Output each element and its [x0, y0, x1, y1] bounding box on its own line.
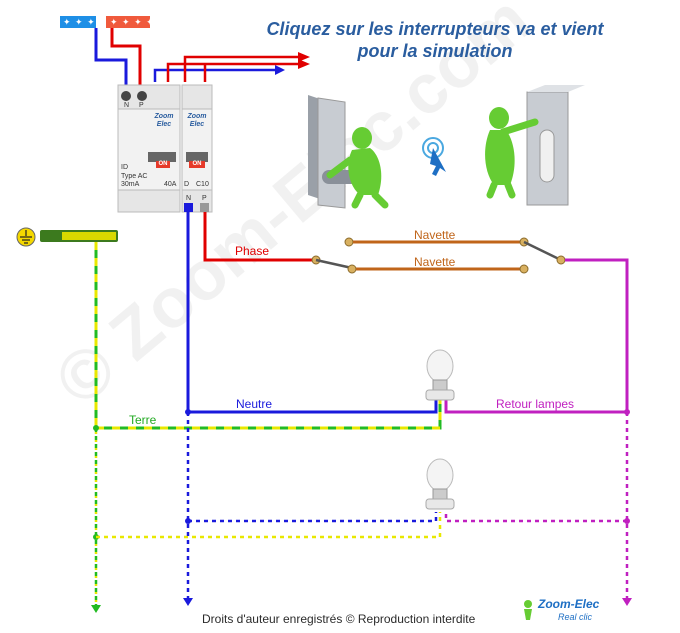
- phase-busbar-dots: ✦ ✦ ✦ ✦: [110, 17, 155, 27]
- terre-dotted-horizontal: [96, 512, 442, 539]
- label-navette-top: Navette: [414, 228, 456, 242]
- breaker-c10-on: ON: [189, 161, 205, 168]
- breaker-c10-top: [181, 84, 213, 110]
- terminal-p: [200, 203, 209, 212]
- breaker-c10-brand: Zoom Elec: [184, 113, 210, 129]
- switch2-terminal-bottom: [519, 264, 529, 274]
- footer-copyright: Droits d'auteur enregistrés © Reproducti…: [202, 612, 476, 626]
- switch1-terminal-top: [344, 237, 354, 247]
- breaker-id-screw-n: [121, 91, 131, 101]
- switch1-lever[interactable]: [315, 258, 353, 270]
- breaker-id-sensitivity: 30mA: [121, 181, 140, 188]
- out-phase-wire-2: [183, 55, 300, 82]
- lamp-icon: [425, 349, 455, 401]
- terre-arrow-down: [91, 605, 101, 613]
- label-terre: Terre: [129, 413, 157, 427]
- breaker-id-term-p: P: [139, 102, 144, 109]
- breaker-id-lever[interactable]: [148, 152, 176, 162]
- neutre-dotted-horizontal: [188, 512, 438, 523]
- breaker-id-type: Type AC: [121, 173, 148, 180]
- switch-illustration-left[interactable]: [308, 95, 389, 209]
- out-phase-wire-1: [166, 62, 300, 82]
- arrow-neutral: [275, 65, 285, 75]
- breaker-id-id: ID: [121, 164, 128, 171]
- label-phase: Phase: [235, 244, 270, 258]
- arrow-phase-2: [298, 52, 310, 62]
- breaker-id-brand-1: Zoom: [154, 113, 174, 120]
- breaker-c10-d: D: [184, 181, 190, 188]
- earth-bar-strip: [62, 232, 116, 240]
- label-navette-bottom: Navette: [414, 255, 456, 269]
- breaker-id-term-n: N: [124, 102, 130, 109]
- terminal-n: [184, 203, 193, 212]
- breaker-id-brand: Zoom Elec: [150, 113, 178, 129]
- breaker-c10-brand-2: Elec: [189, 121, 205, 128]
- neutre-wire: [186, 212, 438, 414]
- breaker-id-on: ON: [156, 161, 170, 168]
- title-line-1: Cliquez sur les interrupteurs va et vien…: [266, 19, 604, 39]
- breaker-c10-term-p: P: [202, 195, 207, 202]
- earth-icon: [16, 227, 36, 247]
- breaker-c10-term-n: N: [186, 195, 192, 202]
- lamp-icon: [425, 458, 455, 510]
- phase-wire: [203, 212, 316, 262]
- breaker-id-bottom: [117, 189, 181, 213]
- logo-name: Zoom-Elec: [538, 597, 600, 611]
- breaker-id-brand-2: Elec: [156, 121, 172, 128]
- retour-dotted-horizontal: [444, 512, 627, 523]
- click-cursor-icon: [422, 137, 446, 176]
- label-retour: Retour lampes: [496, 397, 575, 411]
- switch1-terminal-bottom: [347, 264, 357, 274]
- title-line-2: pour la simulation: [357, 41, 513, 61]
- logo-figure-icon: [524, 600, 532, 620]
- out-neutral-wire: [153, 68, 275, 82]
- feed-neutral-wire: [94, 28, 128, 90]
- feed-phase-wire: [110, 28, 142, 90]
- switch2-lever[interactable]: [523, 240, 562, 262]
- switch-illustration-right[interactable]: [485, 85, 585, 206]
- breaker-c10-brand-1: Zoom: [187, 113, 207, 120]
- switch2-common[interactable]: [556, 255, 566, 265]
- breaker-c10-lever[interactable]: [186, 152, 208, 162]
- logo-sub: Real clic: [558, 612, 593, 622]
- neutral-busbar: [60, 16, 96, 28]
- breaker-c10-rating: C10: [196, 181, 209, 188]
- neutre-arrow-down: [183, 598, 193, 606]
- label-neutre: Neutre: [236, 397, 273, 411]
- retour-arrow-down: [622, 598, 632, 606]
- page-title: Cliquez sur les interrupteurs va et vien…: [230, 18, 640, 62]
- neutral-busbar-dots: ✦ ✦ ✦ ✦: [63, 17, 108, 27]
- terre-horizontal-yellow: [96, 400, 442, 430]
- breaker-id-rating: 40A: [164, 181, 177, 188]
- arrow-phase-1: [298, 59, 310, 69]
- retour-wire: [444, 258, 629, 414]
- breaker-id-screw-p: [137, 91, 147, 101]
- phase-busbar: [106, 16, 150, 28]
